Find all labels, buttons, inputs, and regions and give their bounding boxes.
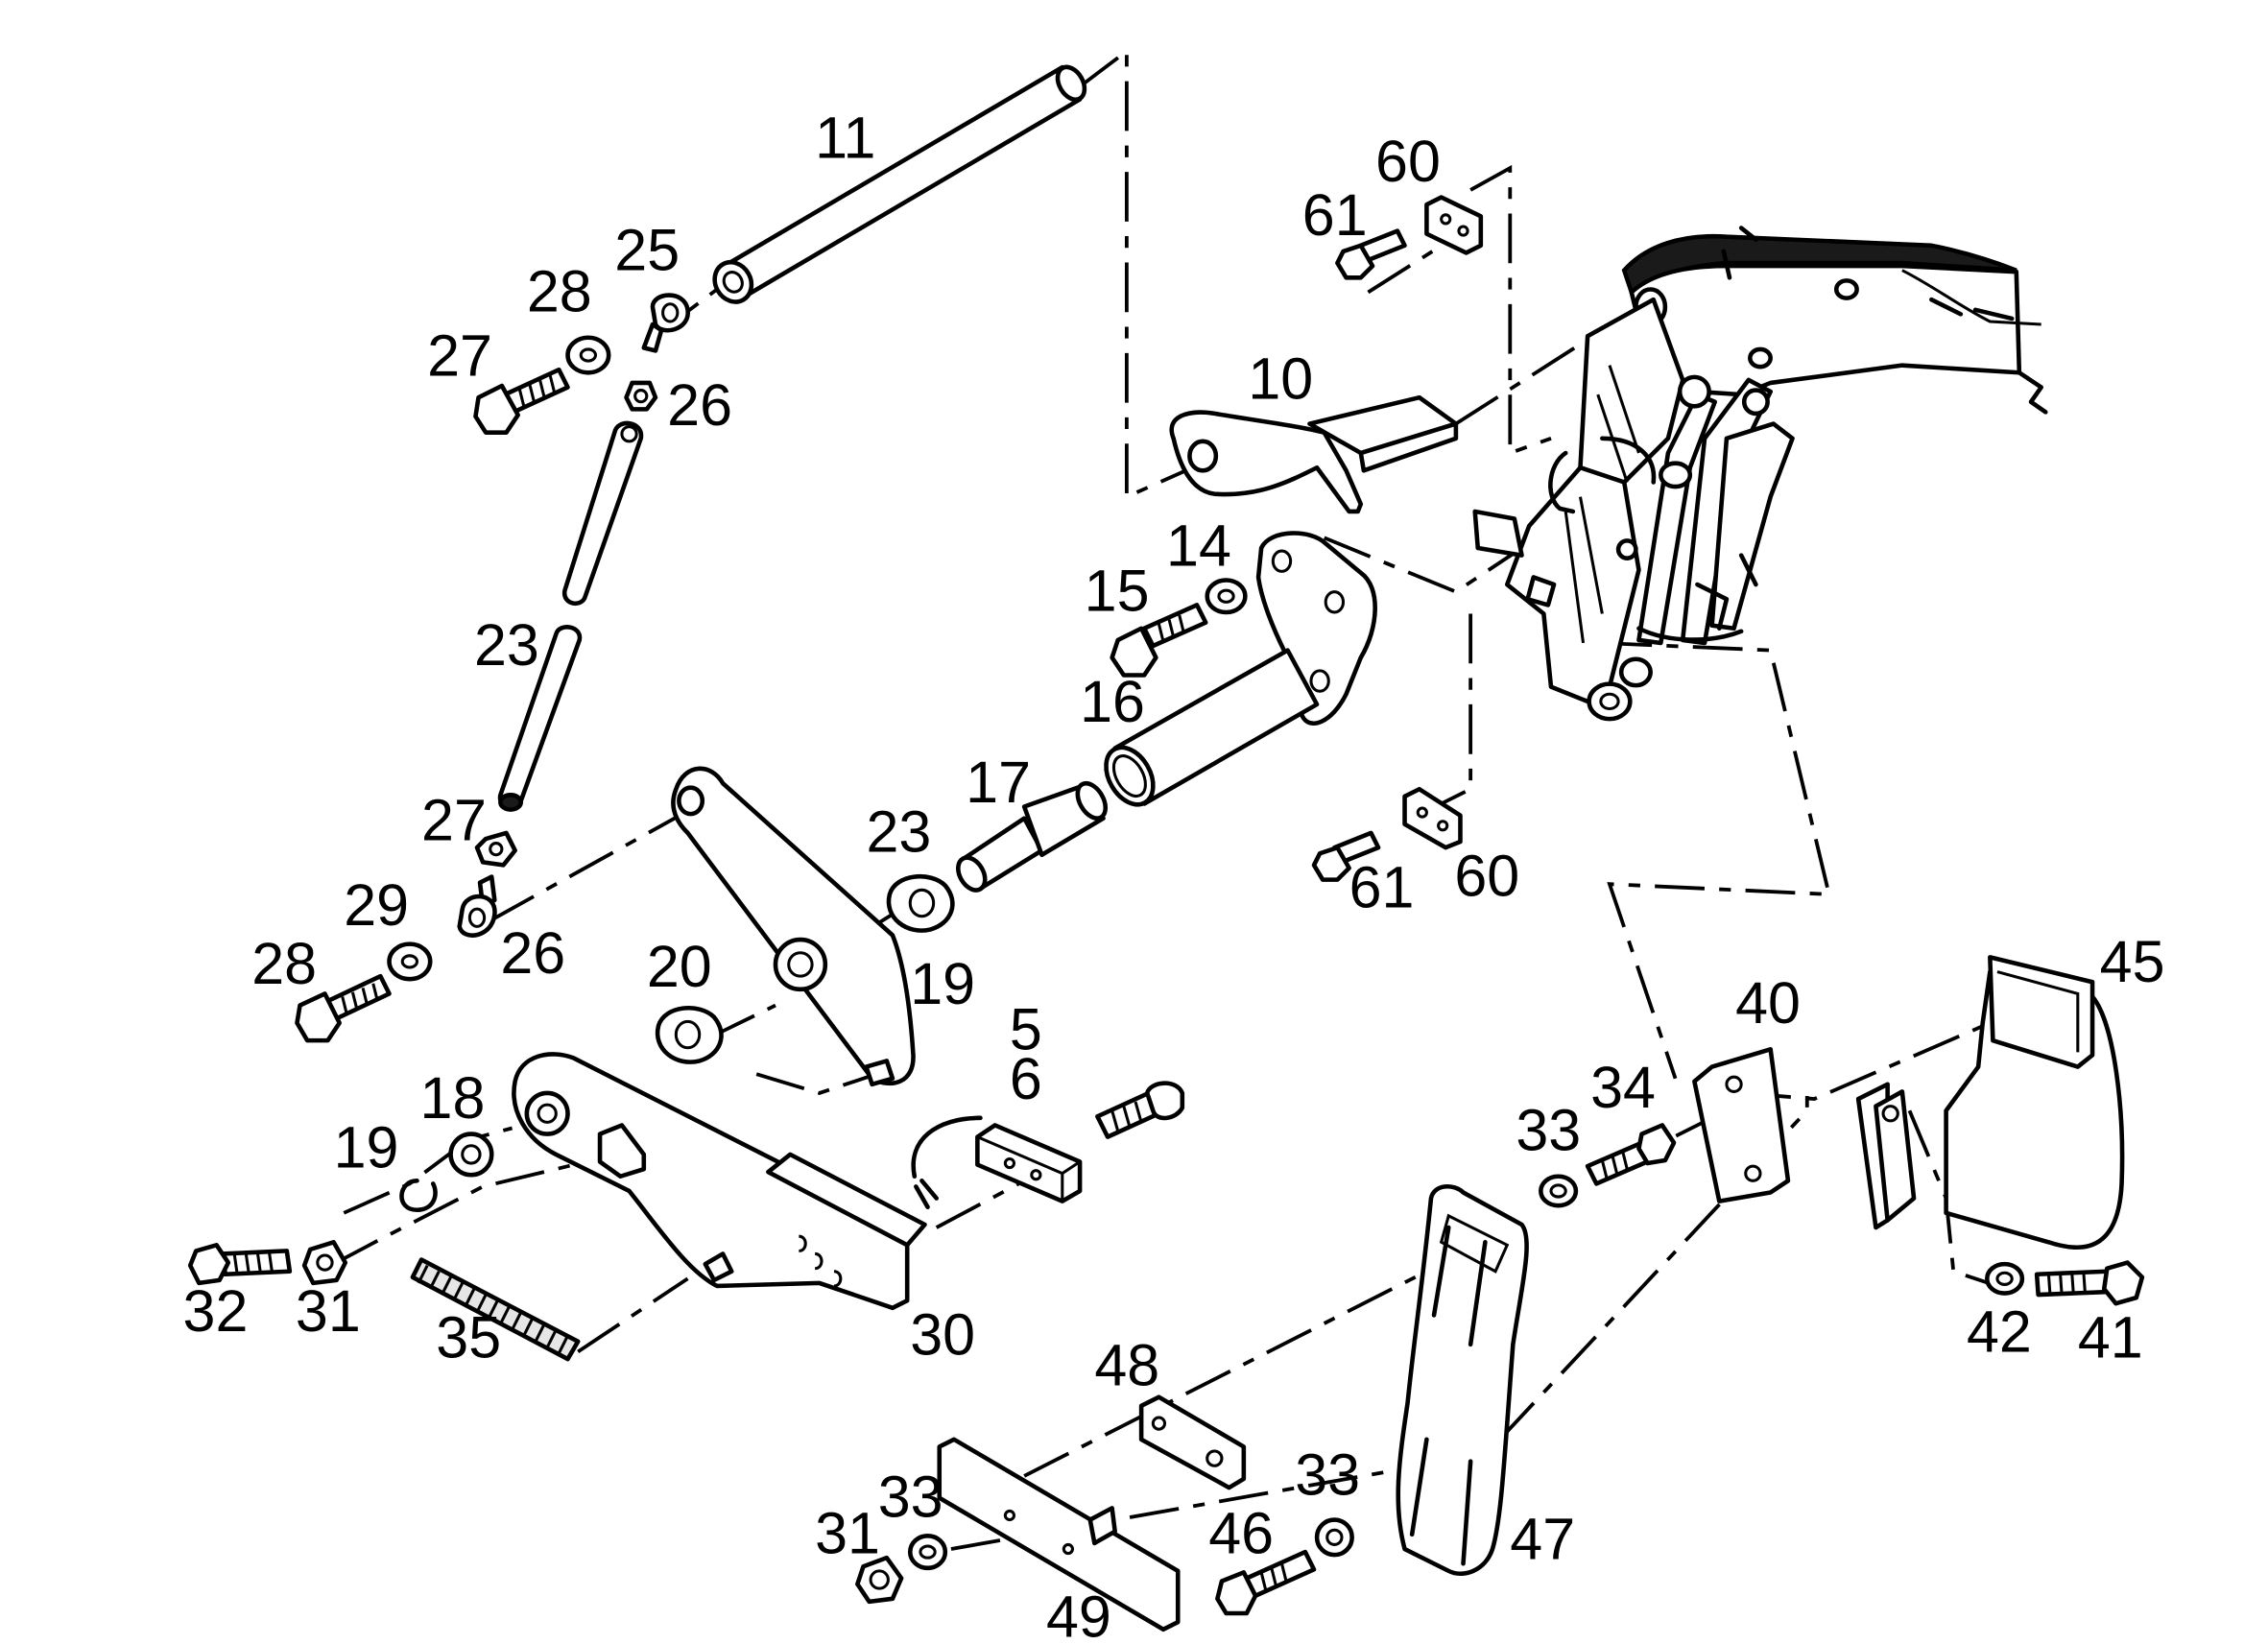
callout-16: 16 <box>1080 669 1145 734</box>
part-41-42-bolt <box>1985 1260 2145 1306</box>
callout-32: 32 <box>183 1278 249 1344</box>
callout-23: 23 <box>867 799 932 865</box>
callout-labels: 11 25 28 27 26 23 27 29 26 28 60 61 10 1… <box>183 105 2165 1644</box>
part-17-pin <box>956 780 1109 893</box>
lower-rod-end-assembly <box>295 625 583 1043</box>
callout-28: 28 <box>251 931 317 996</box>
callout-60: 60 <box>1375 129 1441 194</box>
callout-30: 30 <box>910 1302 975 1368</box>
callout-23: 20 <box>647 934 712 999</box>
callout-6: 6 <box>1010 1046 1042 1111</box>
callout-29: 29 <box>344 872 409 938</box>
callout-27: 26 <box>667 372 732 438</box>
part-11-tube <box>712 64 1087 304</box>
callout-46: 47 <box>1510 1507 1575 1572</box>
callout-47: 46 <box>1208 1501 1274 1566</box>
part-46-pedal <box>1396 1184 1529 1576</box>
callout-20: 19 <box>910 951 975 1016</box>
callout-33: 33 <box>878 1465 943 1530</box>
part-18-19-31-32 <box>187 1132 494 1286</box>
callout-10: 10 <box>1248 346 1313 412</box>
callout-48: 49 <box>1046 1584 1111 1644</box>
callout-61: 61 <box>1302 182 1368 248</box>
callout-41: 41 <box>2078 1305 2143 1370</box>
callout-35: 35 <box>436 1305 501 1370</box>
part-23-bushes <box>655 873 955 1064</box>
callout-31: 31 <box>815 1501 880 1566</box>
part-14-15-bolt-washer <box>1110 578 1248 678</box>
callout-18: 18 <box>420 1065 486 1131</box>
part-48-bar <box>937 1437 1181 1632</box>
callout-15: 15 <box>1085 559 1150 624</box>
callout-17: 17 <box>966 750 1031 815</box>
part-20-lever-plate <box>671 766 916 1087</box>
callout-45: 45 <box>2100 929 2165 994</box>
part-5-6-switch <box>911 1081 1185 1210</box>
part-60-61-lower <box>1311 786 1463 882</box>
callout-29: 28 <box>527 258 592 323</box>
boom-assembly <box>1472 226 2048 722</box>
part-33-34-bolt <box>1539 1123 1677 1208</box>
part-60-61-upper <box>1335 195 1484 280</box>
callout-11: 11 <box>815 105 875 170</box>
part-33-47-bolt <box>1215 1517 1354 1616</box>
callout-5: 5 <box>1010 996 1042 1061</box>
part-30-lever-plate <box>512 1052 927 1311</box>
callout-26: 25 <box>614 218 680 283</box>
part-16-tube-bracket <box>1104 531 1377 807</box>
part-35-spring <box>410 1257 581 1362</box>
callout-19: 19 <box>334 1115 399 1180</box>
callout-27: 27 <box>421 788 487 853</box>
callout-40: 40 <box>1735 970 1801 1036</box>
callout-31: 31 <box>296 1278 361 1344</box>
callout-60: 60 <box>1454 843 1519 908</box>
callout-34: 34 <box>1590 1055 1656 1120</box>
part-49-plate <box>1138 1394 1247 1490</box>
callout-49: 48 <box>1094 1333 1159 1398</box>
callout-26: 26 <box>500 920 565 986</box>
part-45-bracket <box>1855 955 2125 1251</box>
callout-28: 27 <box>427 322 492 388</box>
callout-14: 14 <box>1166 512 1231 578</box>
upper-rod-end-assembly <box>473 293 690 606</box>
callout-33: 33 <box>1295 1442 1360 1508</box>
callout-61: 61 <box>1349 855 1415 920</box>
callout-42: 42 <box>1967 1299 2032 1365</box>
part-40-plate <box>1692 1046 1791 1203</box>
callout-33: 33 <box>1516 1097 1581 1162</box>
part-31-33-bottom <box>855 1534 948 1605</box>
callout-25: 23 <box>474 612 539 678</box>
part-10-arm <box>1169 394 1459 514</box>
